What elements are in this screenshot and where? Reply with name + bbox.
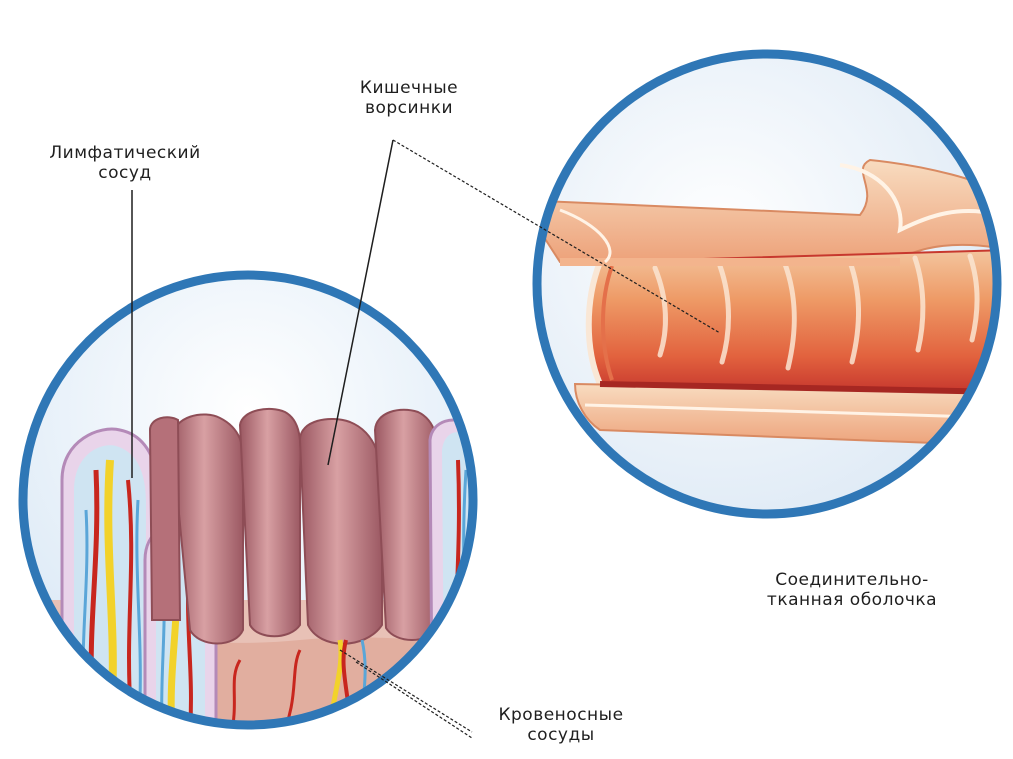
label-connective-tissue-line1: Соединительно- (732, 570, 972, 590)
label-connective-tissue: Соединительно- тканная оболочка (732, 570, 972, 610)
villi-columns (150, 409, 438, 644)
leader-line-blood-2 (356, 662, 472, 738)
label-blood-vessels-line2: сосуды (466, 725, 656, 745)
label-blood-vessels-line1: Кровеносные (466, 705, 656, 725)
intestine-segment-magnified (520, 54, 1010, 514)
label-connective-tissue-line2: тканная оболочка (732, 590, 972, 610)
label-blood-vessels: Кровеносные сосуды (466, 705, 656, 745)
label-intestinal-villi-line1: Кишечные (334, 78, 484, 98)
label-intestinal-villi-line2: ворсинки (334, 98, 484, 118)
label-lymphatic-vessel-line1: Лимфатический (22, 143, 228, 163)
label-lymphatic-vessel: Лимфатический сосуд (22, 143, 228, 183)
label-lymphatic-vessel-line2: сосуд (22, 163, 228, 183)
label-intestinal-villi: Кишечные ворсинки (334, 78, 484, 118)
villi-cross-section (20, 275, 480, 740)
